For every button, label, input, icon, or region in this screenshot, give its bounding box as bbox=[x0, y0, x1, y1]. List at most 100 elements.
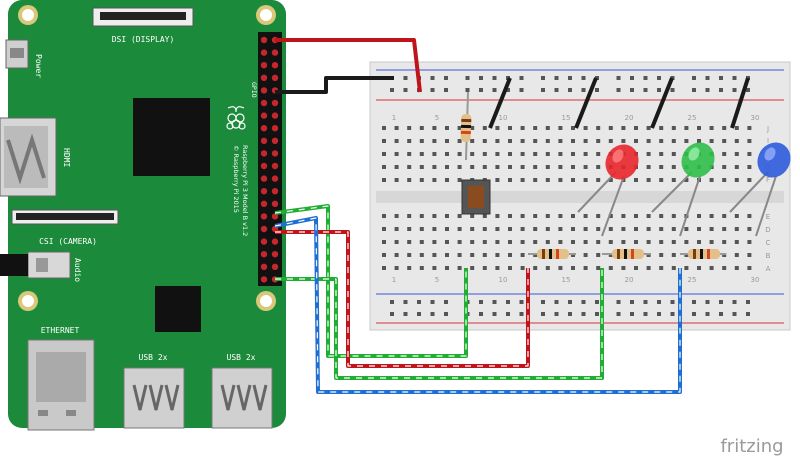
jumper-wire bbox=[574, 77, 598, 129]
breadboard-hole bbox=[407, 126, 412, 130]
breadboard-hole bbox=[634, 178, 638, 182]
breadboard-hole bbox=[482, 165, 487, 169]
power-label: Power bbox=[34, 54, 43, 78]
breadboard-hole bbox=[508, 178, 512, 182]
breadboard-hole bbox=[670, 88, 675, 92]
breadboard-hole bbox=[583, 139, 588, 143]
ethernet-label: ETHERNET bbox=[41, 326, 80, 335]
gpio-pin bbox=[260, 112, 268, 119]
breadboard-hole bbox=[457, 227, 462, 231]
gpio-label: GPIO bbox=[250, 82, 258, 98]
breadboard-hole bbox=[634, 214, 638, 218]
breadboard-hole bbox=[382, 214, 386, 218]
breadboard-hole bbox=[482, 240, 487, 244]
breadboard-hole bbox=[533, 126, 538, 130]
breadboard-hole bbox=[482, 126, 487, 130]
breadboard-hole bbox=[596, 227, 601, 231]
breadboard-hole bbox=[692, 88, 696, 92]
breadboard-hole bbox=[419, 214, 424, 218]
breadboard-hole bbox=[558, 214, 563, 218]
breadboard-hole bbox=[432, 126, 437, 130]
breadboard-hole bbox=[581, 300, 586, 304]
breadboard-hole bbox=[457, 126, 462, 130]
breadboard-hole bbox=[646, 227, 651, 231]
breadboard-hole bbox=[630, 300, 634, 304]
breadboard-hole bbox=[571, 152, 575, 156]
breadboard-hole bbox=[608, 139, 613, 143]
breadboard-hole bbox=[519, 88, 524, 92]
breadboard-hole bbox=[394, 152, 399, 156]
audio-label: Audio bbox=[73, 258, 82, 282]
breadboard-hole bbox=[697, 139, 701, 143]
breadboard-hole bbox=[581, 312, 586, 316]
breadboard-hole bbox=[419, 227, 424, 231]
breadboard-hole bbox=[533, 139, 538, 143]
breadboard-hole bbox=[465, 88, 470, 92]
gpio-pin bbox=[260, 188, 268, 195]
breadboard-hole bbox=[492, 300, 497, 304]
breadboard-hole bbox=[596, 253, 601, 257]
breadboard-hole bbox=[595, 88, 599, 92]
col-number: 25 bbox=[688, 114, 697, 122]
gpio-pin bbox=[260, 225, 268, 233]
breadboard-hole bbox=[382, 126, 386, 130]
breadboard-hole bbox=[571, 165, 575, 169]
gpio-pin bbox=[271, 61, 279, 69]
breadboard-hole bbox=[646, 178, 651, 182]
breadboard-hole bbox=[520, 139, 525, 143]
breadboard-hole bbox=[445, 152, 449, 156]
breadboard-hole bbox=[558, 165, 563, 169]
breadboard-hole bbox=[659, 152, 664, 156]
breadboard: 1 5 10 15 20 25 30 1 5 10 15 20 25 30 J … bbox=[369, 61, 791, 331]
breadboard-hole bbox=[541, 76, 545, 80]
breadboard-hole bbox=[541, 88, 545, 92]
lan-chip bbox=[155, 286, 201, 332]
breadboard-hole bbox=[445, 178, 449, 182]
gpio-pin bbox=[271, 49, 279, 56]
hdmi-label: HDMI bbox=[62, 148, 71, 167]
breadboard-hole bbox=[533, 266, 538, 270]
breadboard-hole bbox=[495, 178, 500, 182]
breadboard-hole bbox=[457, 253, 462, 257]
breadboard-hole bbox=[470, 240, 475, 244]
gpio-pin bbox=[271, 188, 279, 195]
row-letter: E bbox=[766, 213, 770, 221]
breadboard-hole bbox=[419, 253, 424, 257]
fritzing-logo: fritzing bbox=[720, 436, 783, 457]
breadboard-hole bbox=[621, 240, 626, 244]
breadboard-hole bbox=[403, 300, 408, 304]
breadboard-hole bbox=[583, 165, 588, 169]
breadboard-hole bbox=[419, 139, 424, 143]
breadboard-hole bbox=[746, 300, 750, 304]
breadboard-hole bbox=[734, 165, 739, 169]
breadboard-hole bbox=[470, 253, 475, 257]
breadboard-hole bbox=[657, 88, 661, 92]
breadboard-hole bbox=[495, 139, 500, 143]
breadboard-hole bbox=[432, 253, 437, 257]
model-line2: © Raspberry Pi 2015 bbox=[232, 145, 240, 213]
breadboard-hole bbox=[508, 227, 512, 231]
breadboard-hole bbox=[554, 76, 559, 80]
breadboard-hole bbox=[746, 88, 750, 92]
breadboard-hole bbox=[382, 139, 386, 143]
gpio-pin bbox=[260, 87, 268, 94]
usb1-label: USB 2x bbox=[139, 353, 168, 362]
breadboard-hole bbox=[709, 227, 714, 231]
col-number: 10 bbox=[499, 276, 508, 284]
breadboard-hole bbox=[533, 152, 538, 156]
gpio-pin bbox=[260, 74, 268, 82]
breadboard-hole bbox=[545, 214, 550, 218]
breadboard-hole bbox=[659, 240, 664, 244]
breadboard-hole bbox=[583, 126, 588, 130]
breadboard-hole bbox=[432, 227, 437, 231]
breadboard-hole bbox=[571, 227, 575, 231]
breadboard-hole bbox=[643, 312, 648, 316]
breadboard-hole bbox=[722, 165, 727, 169]
col-number: 25 bbox=[688, 276, 697, 284]
breadboard-hole bbox=[492, 76, 497, 80]
breadboard-hole bbox=[545, 227, 550, 231]
breadboard-hole bbox=[470, 266, 475, 270]
gpio-pin bbox=[260, 125, 268, 132]
breadboard-hole bbox=[596, 165, 601, 169]
breadboard-hole bbox=[621, 126, 626, 130]
